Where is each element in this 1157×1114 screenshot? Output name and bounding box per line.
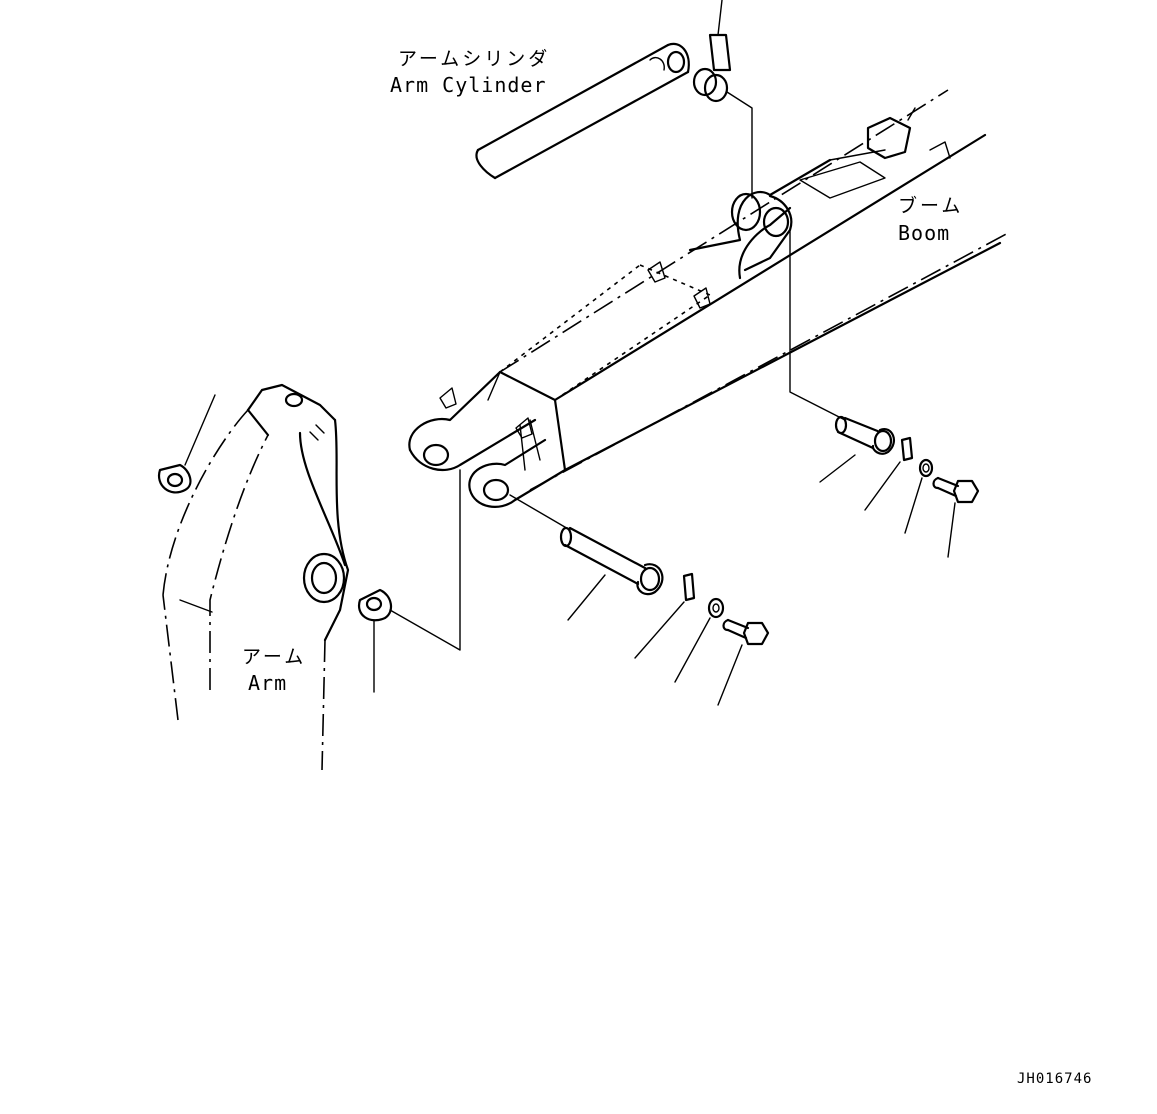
arm-cylinder-label-en: Arm Cylinder <box>390 73 547 97</box>
arm-cylinder <box>475 42 690 180</box>
arm <box>162 383 350 771</box>
boom <box>408 89 1011 508</box>
arm-pin-upper <box>789 229 896 483</box>
arm-pin-lower <box>509 494 664 621</box>
boom-label-jp: ブーム <box>898 195 964 217</box>
boom-label-en: Boom <box>898 221 951 245</box>
washer-lower <box>674 597 725 683</box>
arm-cylinder-label-jp: アームシリンダ <box>398 48 551 70</box>
shim-right <box>357 469 461 693</box>
shim-left <box>157 394 216 494</box>
lock-plate-lower <box>634 572 696 659</box>
drawing-id: JH016746 <box>1017 1071 1093 1087</box>
bolt-lower <box>717 618 770 706</box>
arm-label-en: Arm <box>248 671 288 695</box>
arm-label-jp: アーム <box>242 646 307 668</box>
bolt-upper <box>932 476 980 558</box>
washer-upper <box>904 458 934 534</box>
lock-plate-upper <box>864 436 914 511</box>
cylinder-pin <box>692 0 753 199</box>
